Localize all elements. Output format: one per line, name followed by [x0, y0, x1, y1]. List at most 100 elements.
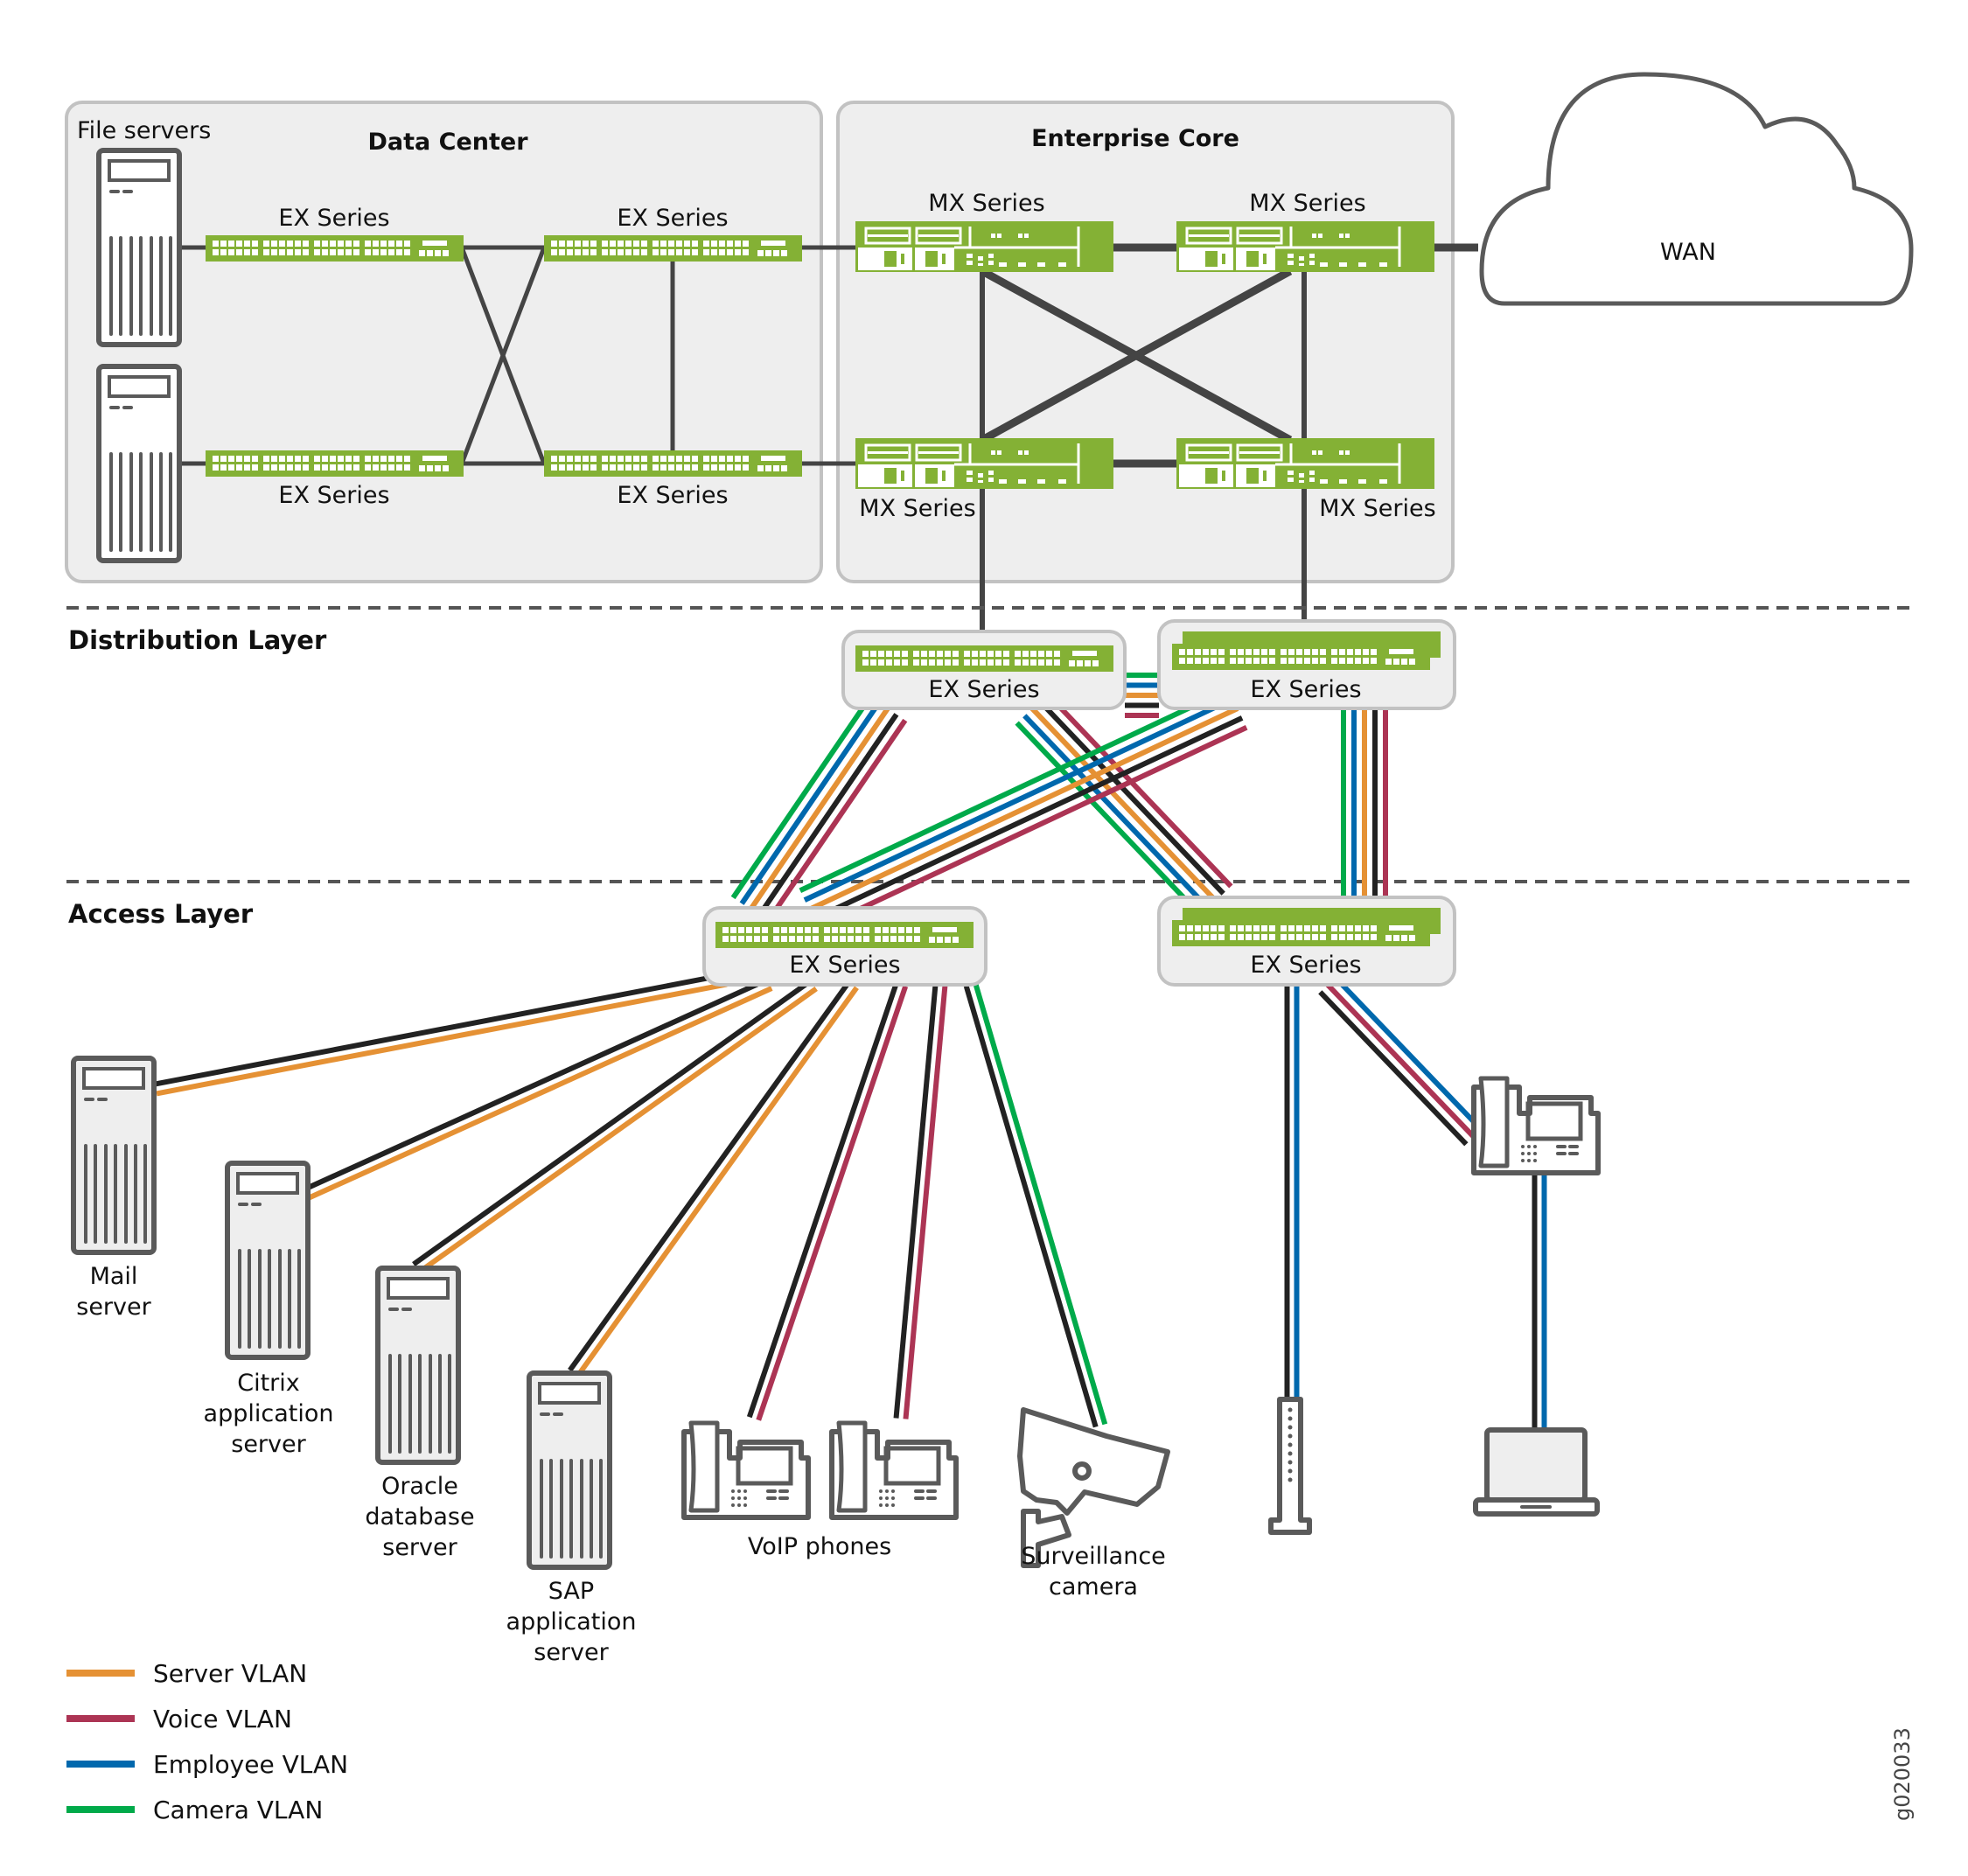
camera-vlan-line [730, 694, 873, 900]
citrix-server-label: server [231, 1431, 306, 1458]
mail-server-label: Mail [90, 1263, 138, 1290]
mx-label-top-left: MX Series [928, 190, 1044, 217]
voice-vlan-line [903, 985, 948, 1419]
camera-vlan-line [1015, 721, 1203, 917]
trunk-vlan-line [568, 980, 851, 1372]
mx-router-top-left [854, 220, 1115, 274]
server-vlan-line [807, 706, 1239, 912]
sap-server-label: server [534, 1639, 609, 1666]
surveillance-camera-label: camera [1049, 1573, 1138, 1601]
camera-vlan-legend-label: Camera VLAN [153, 1796, 323, 1824]
mx-router-top-right [1175, 220, 1436, 274]
desk-phone-icon [1474, 1078, 1598, 1173]
trunk-vlan-line [757, 713, 899, 917]
citrix-server-label: application [204, 1400, 334, 1427]
citrix-server-label: Citrix [237, 1370, 300, 1397]
trunk-vlan-line [303, 977, 769, 1192]
link-sap-server [568, 980, 859, 1377]
employee-vlan-line [803, 696, 1235, 903]
access-switch-left [715, 922, 974, 948]
link-citrix-server [303, 977, 773, 1201]
trunk-vlan-line [893, 984, 939, 1419]
mail-server-icon [73, 1058, 154, 1252]
citrix-server-icon [227, 1163, 308, 1357]
server-vlan-line [417, 987, 818, 1274]
core-links [980, 243, 1478, 468]
server-vlan-line [748, 707, 890, 911]
wan-label: WAN [1660, 239, 1716, 266]
trunk-vlan-line [1037, 699, 1225, 896]
file-servers-label: File servers [77, 117, 211, 144]
file-server-top [99, 150, 179, 345]
trunk-vlan-line [746, 982, 899, 1419]
laptop-icon [1473, 1427, 1600, 1517]
figure-id: g020033 [1890, 1727, 1915, 1821]
trunk-distright-accessleft [799, 687, 1248, 931]
dc-ex-switch-bottom-left [206, 450, 464, 477]
dc-ex-switch-top-left [206, 235, 464, 262]
camera-vlan-line [973, 982, 1108, 1426]
dist-switch-left [855, 645, 1113, 672]
trunk-vlan-line [1318, 990, 1469, 1147]
surveillance-camera-icon [1017, 1407, 1170, 1568]
data-center-links [179, 245, 857, 466]
access-layer-label: Access Layer [68, 899, 254, 929]
voice-vlan-line [816, 725, 1248, 931]
surveillance-camera-label: Surveillance [1021, 1543, 1166, 1570]
trunk-distleft-accessleft [730, 694, 908, 924]
access-switch-left-label: EX Series [789, 952, 900, 979]
wan-cloud-icon [1479, 72, 1914, 306]
trunk-vlan-line [812, 715, 1244, 922]
server-vlan-line [576, 986, 859, 1377]
link-voip-phone-2 [893, 984, 948, 1419]
voice-vlan-line [756, 985, 909, 1421]
trunk-vlan-line [963, 985, 1099, 1428]
link-oracle-server [412, 979, 818, 1274]
mail-server-label: server [76, 1294, 151, 1321]
oracle-server-label: Oracle [381, 1473, 458, 1500]
mx-label-top-right: MX Series [1249, 190, 1365, 217]
link-desk-phone [1318, 975, 1483, 1147]
mx-router-bottom-right [1175, 436, 1436, 491]
distribution-layer-label: Distribution Layer [68, 625, 327, 655]
data-center-title: Data Center [367, 129, 528, 156]
voip-phone-2-icon [832, 1423, 956, 1517]
trunk-distleft-accessright [1015, 692, 1233, 917]
voice-vlan-line [1045, 692, 1233, 889]
dc-ex-label-bottom-left: EX Series [278, 482, 389, 509]
trunk-vlan-line [154, 972, 726, 1087]
employee-vlan-line [739, 701, 882, 905]
link-laptop [1532, 1175, 1547, 1430]
employee-vlan-line [1333, 975, 1483, 1132]
server-vlan-line [307, 986, 773, 1201]
dc-ex-switch-top-right [544, 235, 802, 262]
vlan-trunks [154, 673, 1547, 1430]
dc-ex-label-top-left: EX Series [278, 205, 389, 232]
dist-switch-left-label: EX Series [928, 676, 1039, 703]
enterprise-core-title: Enterprise Core [1031, 125, 1239, 152]
access-switch-right-label: EX Series [1250, 952, 1361, 979]
voice-vlan-line [1325, 982, 1476, 1140]
link-surveillance-camera [963, 982, 1108, 1428]
dc-ex-label-bottom-right: EX Series [617, 482, 728, 509]
voip-phone-1-icon [684, 1423, 808, 1517]
file-server-bottom [99, 366, 179, 561]
mx-label-bottom-right: MX Series [1319, 495, 1435, 522]
oracle-server-label: server [382, 1534, 457, 1561]
dist-switch-right-label: EX Series [1250, 676, 1361, 703]
server-vlan-legend-label: Server VLAN [153, 1659, 307, 1688]
trunk-dist-interlink [1125, 673, 1159, 718]
camera-vlan-line [799, 687, 1231, 893]
dc-ex-switch-bottom-right [544, 450, 802, 477]
voice-vlan-legend-label: Voice VLAN [153, 1705, 292, 1733]
link-voip-phone-1 [746, 982, 909, 1421]
link-mail-server [154, 972, 728, 1097]
access-point-icon [1268, 1397, 1312, 1535]
oracle-server-icon [378, 1268, 458, 1462]
sap-server-label: application [506, 1608, 637, 1635]
mx-router-bottom-left [854, 436, 1115, 491]
employee-vlan-line [1022, 714, 1211, 910]
mx-label-bottom-left: MX Series [859, 495, 975, 522]
